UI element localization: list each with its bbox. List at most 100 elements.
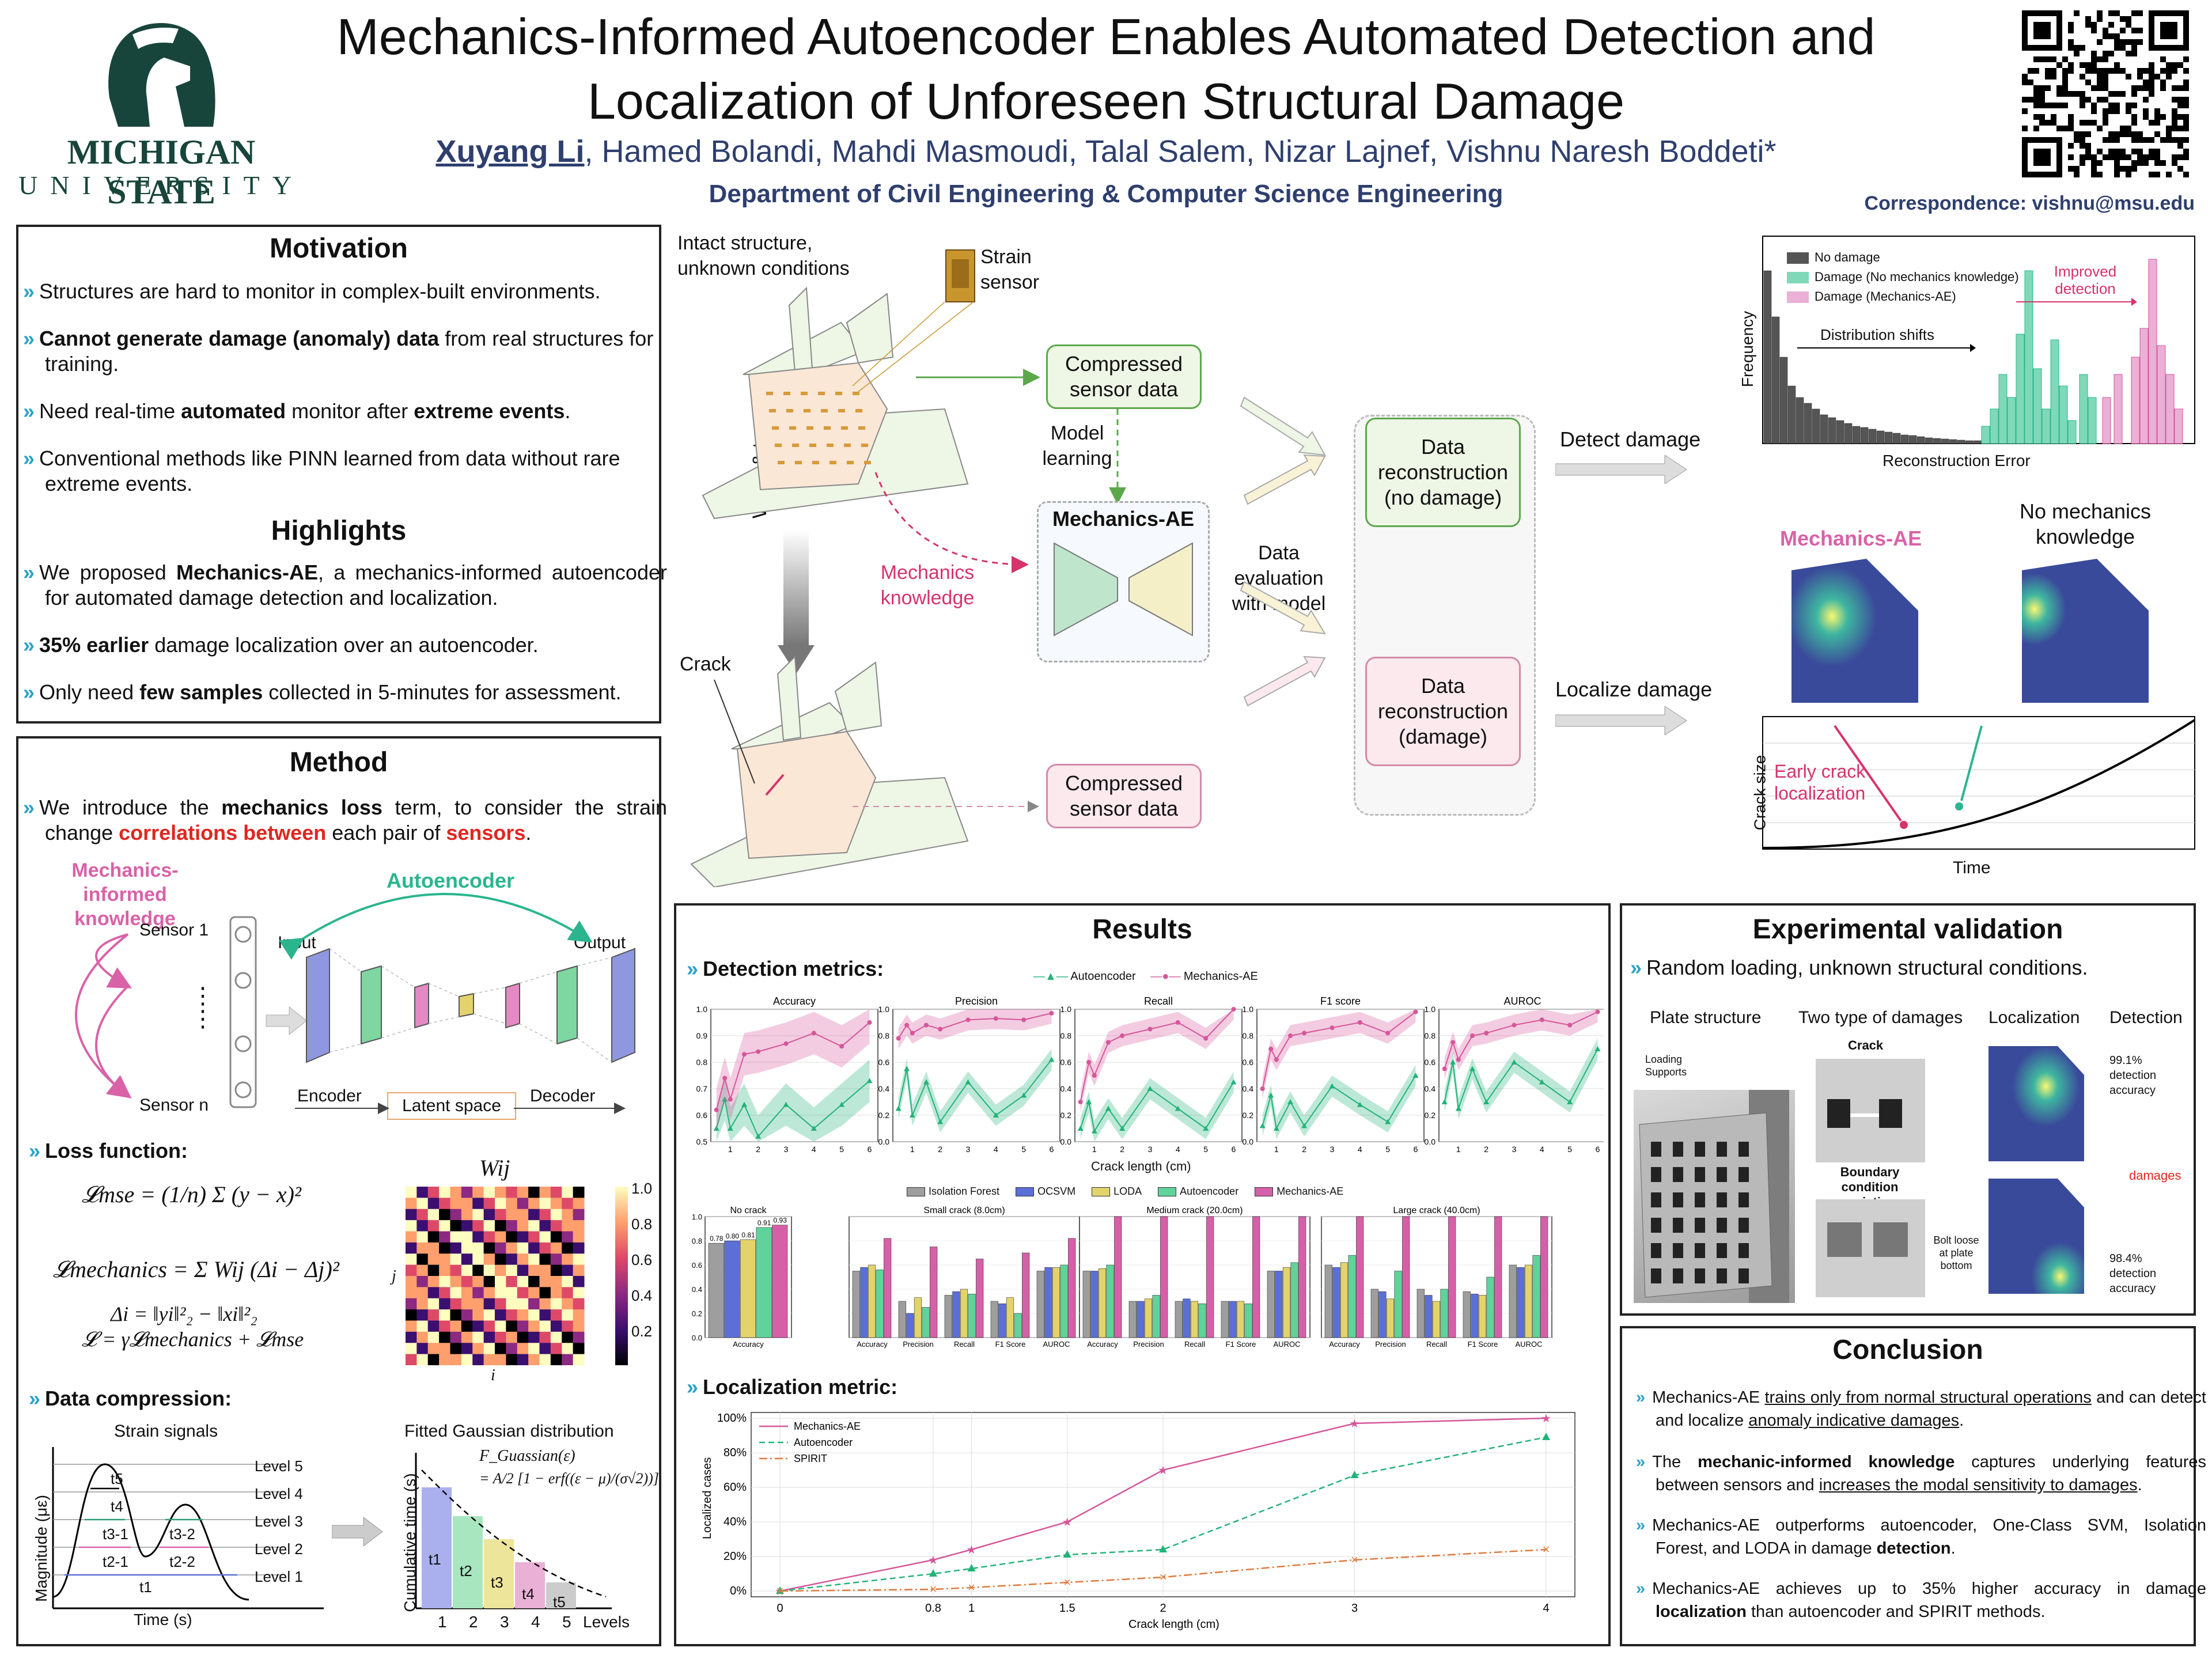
crack-growth-plot — [1762, 716, 2196, 850]
x-tick: 2 — [938, 1145, 942, 1154]
data-point — [1175, 1020, 1180, 1025]
data-point — [866, 1078, 873, 1084]
reconstruction-no-damage-box: Data reconstruction (no damage) — [1365, 418, 1521, 527]
bar — [1236, 1301, 1245, 1338]
data-point: ★ — [1062, 1516, 1073, 1529]
data-point — [1147, 1086, 1153, 1091]
panel-frame — [710, 1009, 878, 1142]
data-point — [1159, 1545, 1167, 1552]
data-point — [1302, 1031, 1307, 1036]
category-label: F1 Score — [995, 1340, 1026, 1349]
sensor-n-label: Sensor n — [139, 1096, 209, 1115]
x-tick: 3 — [1512, 1145, 1517, 1154]
bar — [1190, 1301, 1199, 1338]
y-tick: 0.9 — [696, 1031, 708, 1040]
panel-title: Large crack (40.0cm) — [1393, 1206, 1480, 1215]
col-detection: Detection — [2109, 1008, 2183, 1027]
level-2-label: Level 2 — [255, 1540, 303, 1558]
x-tick: 2 — [1302, 1145, 1306, 1154]
bar — [998, 1303, 1006, 1338]
bar — [1432, 1301, 1441, 1338]
gauss-eq-1: F_Guassian(ε) — [479, 1447, 575, 1465]
data-point — [1595, 1009, 1600, 1014]
heatmap-colorbar — [615, 1187, 628, 1365]
qr-code[interactable] — [2022, 10, 2189, 177]
bar — [876, 1270, 884, 1338]
y-tick: 0.4 — [1060, 1084, 1072, 1093]
x-tick: 6 — [1232, 1145, 1236, 1154]
data-point — [756, 1049, 761, 1054]
x-tick: 3 — [1330, 1145, 1335, 1154]
accuracy-2: 98.4% detection accuracy — [2109, 1252, 2157, 1295]
data-point — [1456, 1057, 1461, 1062]
category-label: AUROC — [1274, 1340, 1301, 1349]
data-point — [1539, 1017, 1544, 1022]
y-tick: 0.8 — [1243, 1031, 1254, 1040]
bar — [860, 1267, 868, 1338]
bar — [968, 1294, 976, 1338]
bar — [1282, 1267, 1291, 1338]
data-point: ★ — [967, 1544, 977, 1556]
y-tick: 0.0 — [1060, 1137, 1072, 1146]
data-point: × — [930, 1582, 937, 1596]
category-label: Recall — [1184, 1340, 1205, 1349]
data-point — [896, 1036, 901, 1041]
data-point — [1147, 1027, 1153, 1032]
conclusion-title: Conclusion — [1832, 1335, 1983, 1365]
bar — [1402, 1216, 1410, 1338]
data-point — [1203, 1036, 1209, 1041]
data-point — [904, 1066, 910, 1071]
motivation-bullet-1: »Structures are hard to monitor in compl… — [23, 279, 601, 303]
results-panel: Results »Detection metrics: —▲— Autoenco… — [674, 903, 1611, 1646]
bar — [1060, 1264, 1068, 1338]
localize-arrow-icon — [1555, 706, 1687, 735]
confidence-band — [1444, 1038, 1598, 1119]
data-point — [1175, 1105, 1181, 1111]
category-label: Accuracy — [1087, 1340, 1118, 1349]
bar-t4: t4 — [522, 1585, 535, 1603]
bar — [1244, 1303, 1252, 1338]
bar — [1463, 1291, 1471, 1338]
compressed-sensor-data-box-1: Compressed sensor data — [1046, 344, 1202, 409]
col-plate: Plate structure — [1650, 1008, 1762, 1027]
t3-1-label: t3-1 — [103, 1525, 128, 1543]
spartan-helmet-icon — [108, 23, 215, 127]
sensor-1-label: Sensor 1 — [139, 921, 209, 940]
data-point — [1105, 1105, 1111, 1111]
bar — [898, 1301, 906, 1338]
category-label: F1 Score — [1468, 1340, 1498, 1349]
conclusion-panel: Conclusion »Mechanics-AE trains only fro… — [1620, 1326, 2206, 1646]
bar-value: 0.81 — [741, 1231, 755, 1239]
data-point — [1268, 1047, 1274, 1051]
bar — [1517, 1267, 1525, 1338]
bar — [1152, 1295, 1160, 1338]
y-tick: 20% — [724, 1550, 747, 1563]
experimental-panel: Experimental validation »Random loading,… — [1620, 903, 2196, 1316]
bar — [1052, 1267, 1060, 1338]
data-point — [1413, 1009, 1418, 1014]
bar — [1524, 1264, 1533, 1338]
data-point — [783, 1041, 789, 1046]
bar — [1532, 1255, 1540, 1338]
y-tick: 60% — [724, 1481, 747, 1494]
bar — [1394, 1271, 1402, 1338]
data-point — [1385, 1119, 1391, 1124]
bar — [1090, 1271, 1099, 1338]
y-tick: 0.0 — [692, 1334, 702, 1342]
bar — [944, 1295, 952, 1338]
bar — [1509, 1264, 1517, 1338]
y-tick: 1.0 — [1425, 1005, 1436, 1014]
distribution-shifts-label: Distribution shifts — [1820, 326, 1934, 343]
bar — [1290, 1262, 1298, 1338]
data-point — [727, 1126, 733, 1131]
data-point — [1078, 1100, 1083, 1104]
bar — [914, 1297, 922, 1338]
bar-value: 0.93 — [774, 1217, 787, 1225]
bar — [708, 1243, 724, 1338]
bar — [1144, 1298, 1153, 1338]
category-label: Accuracy — [733, 1340, 764, 1349]
